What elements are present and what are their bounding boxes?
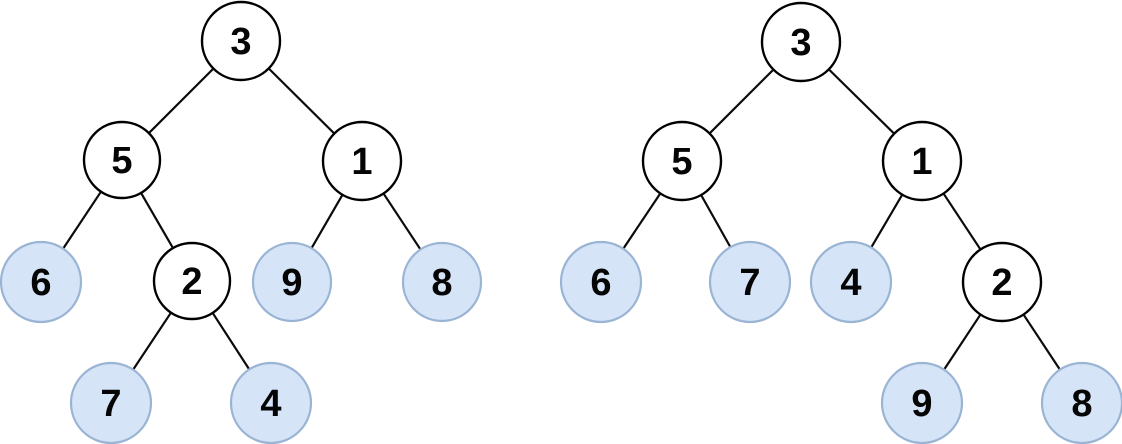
tree-edge (61, 189, 103, 251)
tree-edge (699, 193, 732, 250)
tree-edge (211, 310, 251, 372)
node-value-label: 4 (260, 383, 281, 425)
right-binary-tree-edges (621, 67, 1062, 372)
node-value-label: 7 (739, 262, 760, 304)
tree-edge (869, 192, 904, 250)
internal-node-circle[interactable] (152, 241, 232, 321)
tree-node[interactable]: 1 (321, 120, 403, 202)
node-value-label: 3 (790, 22, 811, 64)
node-value-label: 8 (431, 262, 452, 304)
tree-edge (942, 312, 983, 372)
tree-node[interactable]: 8 (1040, 361, 1122, 444)
tree-node[interactable]: 3 (760, 1, 842, 83)
tree-node[interactable]: 8 (401, 241, 483, 323)
leaf-node-circle[interactable] (880, 361, 964, 444)
leaf-node-circle[interactable] (809, 240, 893, 324)
internal-node-circle[interactable] (321, 120, 403, 202)
node-value-label: 9 (281, 262, 302, 304)
node-value-label: 4 (840, 262, 861, 304)
tree-node[interactable]: 6 (0, 240, 83, 324)
tree-node[interactable]: 9 (251, 241, 333, 323)
tree-node[interactable]: 7 (708, 240, 792, 324)
tree-edge (309, 192, 345, 251)
internal-node-circle[interactable] (881, 120, 963, 202)
tree-edge (139, 190, 175, 251)
tree-node[interactable]: 1 (881, 120, 963, 202)
node-value-label: 3 (230, 21, 251, 63)
tree-edge (826, 67, 897, 136)
leaf-node-circle[interactable] (401, 241, 483, 323)
edges-layer (61, 66, 1062, 372)
node-value-label: 6 (30, 262, 51, 304)
tree-node[interactable]: 2 (152, 241, 232, 321)
tree-node[interactable]: 7 (69, 361, 153, 444)
node-value-label: 6 (590, 262, 611, 304)
node-value-label: 1 (911, 141, 932, 183)
tree-edge (131, 310, 173, 372)
right-binary-tree-nodes: 3 5 1 6 7 4 2 9 8 (559, 1, 1122, 444)
leaf-node-circle[interactable] (708, 240, 792, 324)
tree-edge (147, 66, 216, 135)
internal-node-circle[interactable] (82, 120, 162, 200)
leaf-node-circle[interactable] (0, 240, 83, 324)
leaf-node-circle[interactable] (69, 361, 153, 444)
tree-edge (266, 66, 337, 136)
tree-node[interactable]: 4 (229, 361, 313, 444)
node-value-label: 7 (100, 383, 121, 425)
leaf-node-circle[interactable] (1040, 361, 1122, 444)
tree-edge (621, 191, 662, 251)
internal-node-circle[interactable] (961, 241, 1043, 323)
internal-node-circle[interactable] (200, 0, 282, 82)
left-binary-tree-edges (61, 66, 423, 372)
internal-node-circle[interactable] (760, 1, 842, 83)
left-binary-tree-nodes: 3 5 1 6 2 9 8 7 4 (0, 0, 483, 444)
node-value-label: 5 (671, 141, 692, 183)
leaf-node-circle[interactable] (229, 361, 313, 444)
tree-node[interactable]: 5 (82, 120, 162, 200)
tree-edge (1021, 312, 1062, 372)
tree-node[interactable]: 9 (880, 361, 964, 444)
leaf-node-circle[interactable] (559, 240, 643, 324)
leaf-node-circle[interactable] (251, 241, 333, 323)
node-value-label: 2 (181, 261, 202, 303)
tree-edge (707, 67, 776, 136)
node-value-label: 9 (911, 383, 932, 425)
internal-node-circle[interactable] (641, 120, 723, 202)
node-value-label: 2 (991, 262, 1012, 304)
tree-node[interactable]: 2 (961, 241, 1043, 323)
node-value-label: 1 (351, 141, 372, 183)
node-value-label: 5 (111, 140, 132, 182)
tree-edge (381, 191, 423, 252)
tree-node[interactable]: 4 (809, 240, 893, 324)
tree-edge (941, 191, 983, 252)
tree-node[interactable]: 6 (559, 240, 643, 324)
tree-node[interactable]: 5 (641, 120, 723, 202)
node-value-label: 8 (1071, 383, 1092, 425)
tree-node[interactable]: 3 (200, 0, 282, 82)
